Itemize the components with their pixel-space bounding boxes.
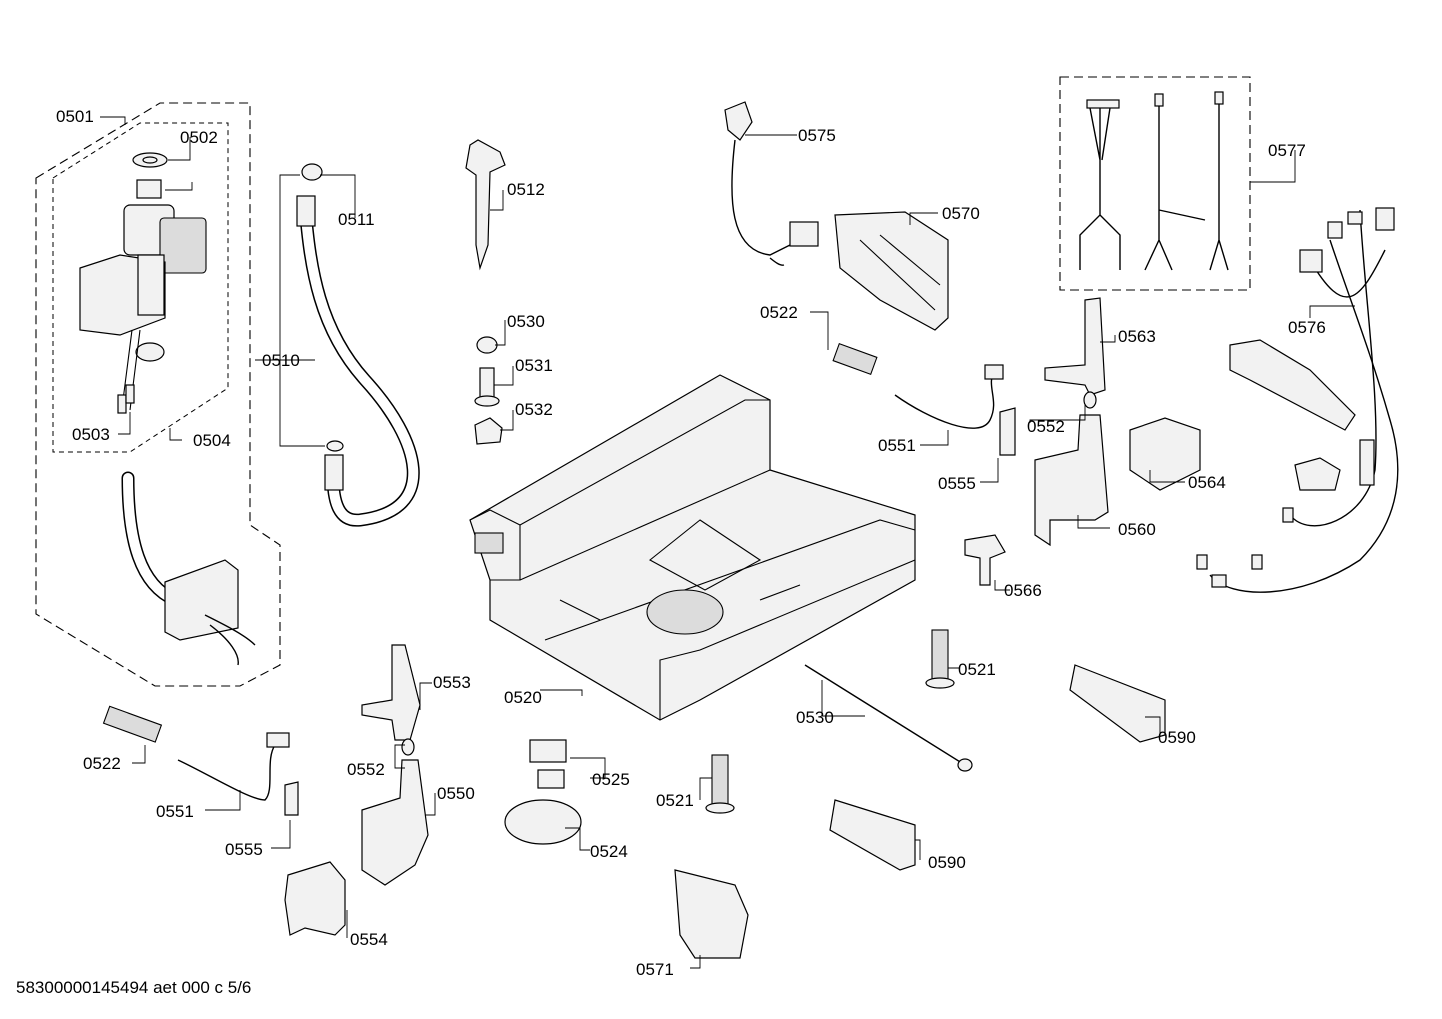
- label-0554: 0554: [350, 930, 388, 949]
- label-0570: 0570: [942, 204, 980, 223]
- label-0571: 0571: [636, 960, 674, 979]
- label-0577: 0577: [1268, 141, 1306, 160]
- foot-parts: [474, 336, 503, 445]
- label-0504: 0504: [193, 431, 231, 450]
- label-0510: 0510: [262, 351, 300, 370]
- hose-clip: [301, 163, 323, 181]
- label-0530: 0530: [796, 708, 834, 727]
- label-0520: 0520: [504, 688, 542, 707]
- drawing-id: 58300000145494 aet 000 c 5/6: [16, 978, 252, 997]
- hinge-right: [894, 297, 1201, 586]
- label-0525: 0525: [592, 770, 630, 789]
- label-0590: 0590: [1158, 728, 1196, 747]
- label-0550: 0550: [437, 784, 475, 803]
- wiring-set: [1059, 76, 1251, 291]
- spring-left: [102, 705, 163, 743]
- power-cord: [724, 101, 819, 266]
- label-0552: 0552: [1027, 417, 1065, 436]
- label-0521: 0521: [958, 660, 996, 679]
- label-0531: 0531: [515, 356, 553, 375]
- label-0511: 0511: [338, 210, 375, 229]
- group-outline-0501: [35, 102, 281, 687]
- label-0551: 0551: [156, 802, 194, 821]
- label-0555: 0555: [938, 474, 976, 493]
- sump-opening: [646, 589, 724, 635]
- filter-nut: [136, 179, 162, 199]
- label-0555: 0555: [225, 840, 263, 859]
- label-0532: 0532: [515, 400, 553, 419]
- label-0575: 0575: [798, 126, 836, 145]
- disc: [504, 799, 582, 845]
- label-0502: 0502: [180, 128, 218, 147]
- hose-connector: [164, 559, 239, 641]
- label-0566: 0566: [1004, 581, 1042, 600]
- misc-bottom-parts: [504, 629, 1166, 959]
- label-0503: 0503: [72, 425, 110, 444]
- group-outline-0502: [52, 122, 229, 453]
- label-0551: 0551: [878, 436, 916, 455]
- part-labels: 0501 0502 0503 0504 0510 0511 0512 0530 …: [56, 107, 1326, 979]
- leader-lines: [100, 116, 1355, 969]
- label-0563: 0563: [1118, 327, 1156, 346]
- label-0590: 0590: [928, 853, 966, 872]
- hose-clamp-small: [135, 342, 165, 362]
- label-0512: 0512: [507, 180, 545, 199]
- hinge-left: [177, 644, 429, 936]
- spring-right: [832, 342, 878, 376]
- label-0560: 0560: [1118, 520, 1156, 539]
- label-0521: 0521: [656, 791, 694, 810]
- label-0553: 0553: [433, 673, 471, 692]
- label-0522: 0522: [760, 303, 798, 322]
- leveling-leg: [465, 139, 506, 271]
- base-tub: [469, 374, 916, 721]
- label-0522: 0522: [83, 754, 121, 773]
- label-0564: 0564: [1188, 473, 1226, 492]
- control-module: [834, 211, 949, 331]
- wiring-harness: [1196, 207, 1399, 593]
- inlet-valve-group: [35, 102, 281, 687]
- label-0576: 0576: [1288, 318, 1326, 337]
- drain-hose: [296, 163, 420, 527]
- label-0552: 0552: [347, 760, 385, 779]
- label-0524: 0524: [590, 842, 628, 861]
- label-0530: 0530: [507, 312, 545, 331]
- label-0501: 0501: [56, 107, 94, 126]
- o-ring: [326, 440, 344, 452]
